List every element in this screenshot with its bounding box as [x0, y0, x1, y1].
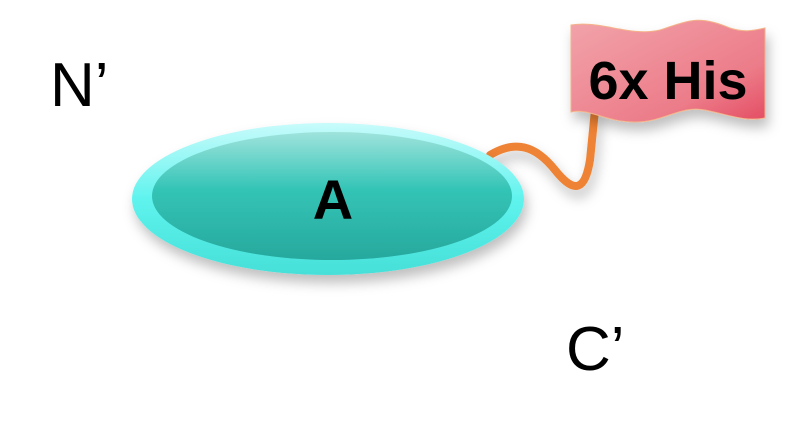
c-terminus-label: C’: [566, 315, 625, 384]
his-tag-flag: [570, 19, 766, 123]
domain-a-ellipse: [132, 123, 524, 275]
his-tag-label: 6x His: [588, 51, 747, 111]
n-terminus-label: N’: [50, 51, 109, 120]
linker-tether: [486, 106, 599, 190]
domain-a-label: A: [313, 168, 353, 231]
